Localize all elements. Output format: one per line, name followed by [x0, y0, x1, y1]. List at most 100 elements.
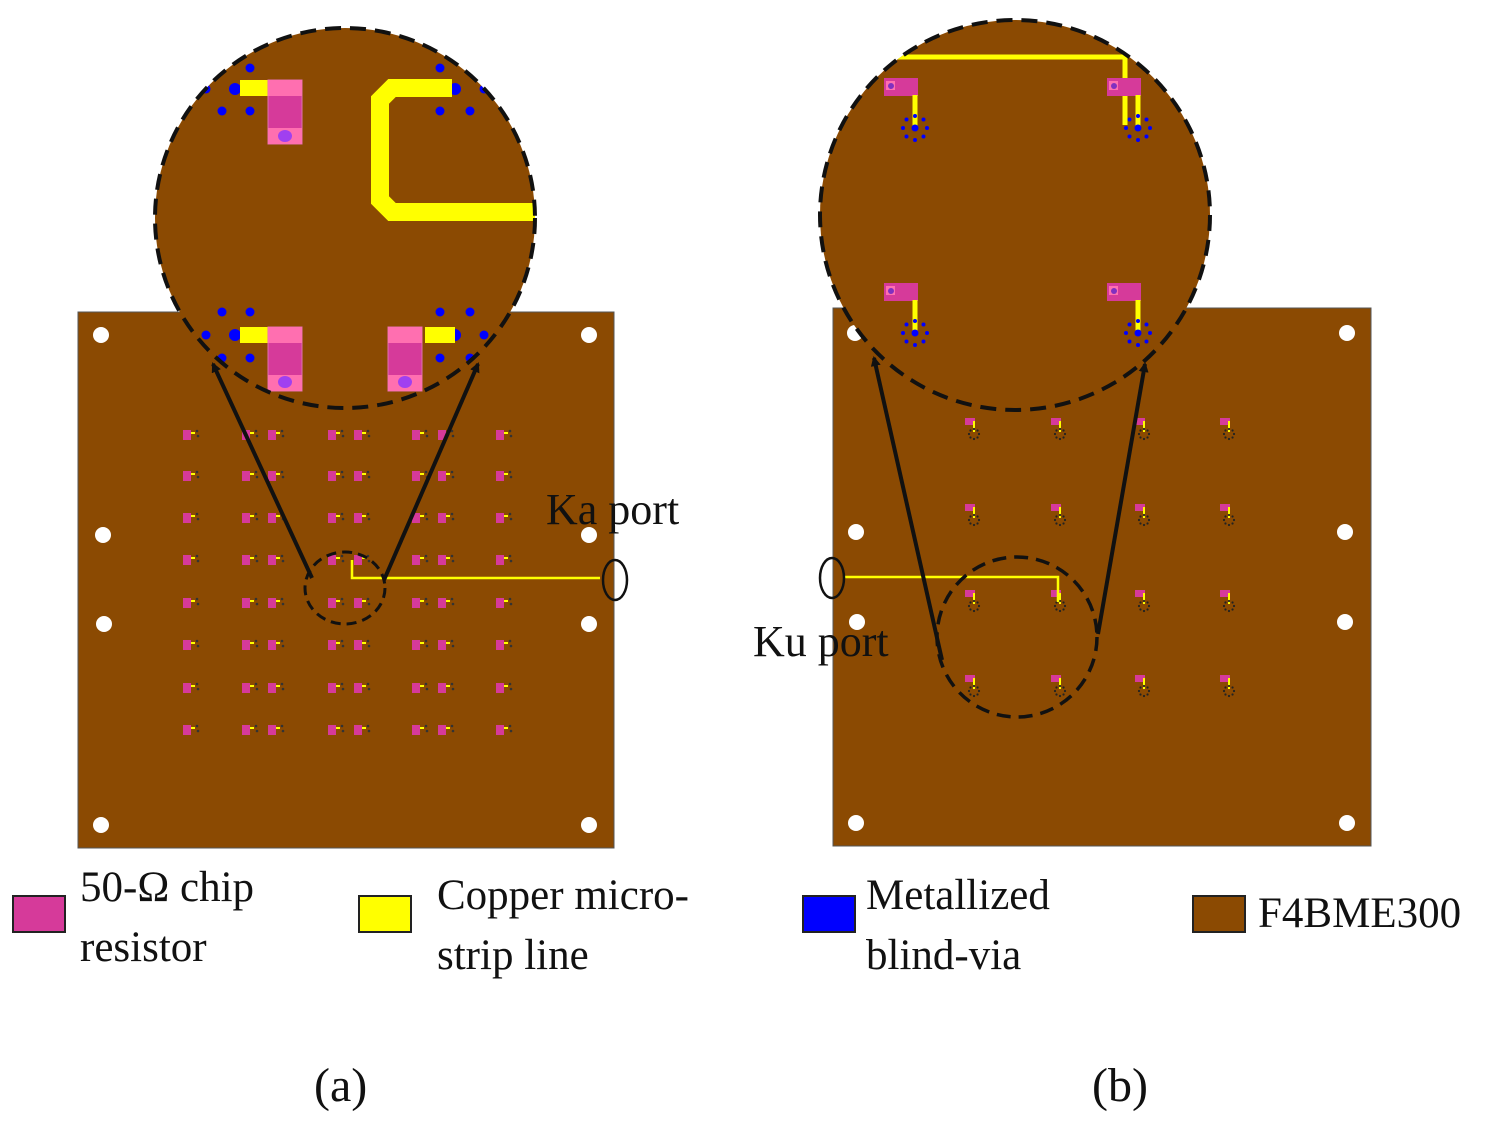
- via: [340, 597, 344, 601]
- chip-resistor: [1135, 590, 1145, 597]
- microstrip-stub: [362, 515, 366, 517]
- center-via: [911, 329, 919, 337]
- via: [1222, 689, 1226, 693]
- legend-resistor-label: 50-Ω chip resistor: [80, 858, 254, 978]
- microstrip-stub: [504, 557, 508, 559]
- via: [1227, 513, 1231, 517]
- microstrip-stub: [250, 557, 254, 559]
- via: [969, 436, 972, 439]
- via: [255, 644, 259, 648]
- ring-via: [1144, 339, 1149, 344]
- microstrip-feed-zoom: [870, 54, 1128, 125]
- resistor-via: [1111, 83, 1117, 89]
- array-element: [496, 682, 513, 693]
- via: [1224, 686, 1227, 689]
- chip-resistor: [438, 430, 446, 440]
- chip-resistor: [1135, 418, 1145, 425]
- via: [451, 687, 455, 691]
- chip-resistor: [242, 725, 250, 735]
- via: [1147, 689, 1151, 693]
- via: [254, 682, 258, 686]
- via: [1224, 693, 1227, 696]
- chip-resistor: [354, 725, 362, 735]
- microstrip-stub: [191, 685, 195, 687]
- microstrip-stub: [250, 685, 254, 687]
- chip-resistor: [328, 555, 336, 565]
- chip-resistor: [354, 598, 362, 608]
- microstrip-stub: [420, 727, 424, 729]
- via: [1063, 432, 1067, 436]
- array-element: [1051, 504, 1067, 527]
- chip-resistor: [412, 725, 420, 735]
- array-element: [1220, 675, 1236, 698]
- chip-resistor: [328, 640, 336, 650]
- mounting-hole: [1337, 524, 1353, 540]
- array-element: [965, 504, 981, 527]
- center-via: [1134, 124, 1142, 132]
- chip-resistor: [965, 418, 975, 425]
- via: [424, 554, 428, 558]
- chip-resistor: [328, 471, 336, 481]
- microstrip-stub: [362, 685, 366, 687]
- chip-resistor: [268, 513, 276, 523]
- mounting-hole: [581, 616, 597, 632]
- via: [1055, 522, 1058, 525]
- via: [195, 724, 199, 728]
- via: [508, 639, 512, 643]
- via: [367, 602, 371, 606]
- via: [1062, 693, 1065, 696]
- array-element: [328, 639, 345, 650]
- zoom-source-a: [303, 550, 387, 626]
- via: [280, 724, 284, 728]
- via: [341, 559, 345, 563]
- via: [1147, 518, 1151, 522]
- microstrip-stub: [276, 642, 280, 644]
- via: [425, 687, 429, 691]
- chip-resistor: [438, 640, 446, 650]
- array-element: [354, 639, 371, 650]
- center-via: [911, 124, 919, 132]
- via: [1146, 608, 1149, 611]
- array-element: [412, 639, 429, 650]
- chip-resistor: [268, 640, 276, 650]
- array-element: [1220, 418, 1236, 441]
- chip-resistor: [412, 683, 420, 693]
- microstrip-stub: [446, 515, 450, 517]
- legend-resistor-line2: resistor: [80, 924, 207, 971]
- resistor-via: [888, 288, 894, 294]
- chip-resistor: [1135, 504, 1145, 511]
- array-element: [1135, 504, 1151, 527]
- array-element: [328, 470, 345, 481]
- via: [366, 512, 370, 516]
- via: [281, 559, 285, 563]
- via: [366, 639, 370, 643]
- via: [340, 682, 344, 686]
- via: [1062, 522, 1065, 525]
- chip-resistor: [496, 725, 504, 735]
- via: [425, 729, 429, 733]
- chip-resistor: [438, 471, 446, 481]
- microstrip-stub: [276, 473, 280, 475]
- array-element: [242, 639, 259, 650]
- via: [1227, 694, 1231, 698]
- zoom-detail-b: [870, 54, 1152, 347]
- via: [1137, 604, 1141, 608]
- panel-b: [818, 18, 1372, 847]
- array-element: [183, 470, 200, 481]
- via: [1142, 599, 1146, 603]
- array-element: [1051, 675, 1067, 698]
- via: [1222, 604, 1226, 608]
- ring-via: [1136, 138, 1140, 142]
- microstrip-stub: [420, 473, 424, 475]
- microstrip-stub: [191, 727, 195, 729]
- zoom-element: [884, 283, 929, 347]
- via: [967, 518, 971, 522]
- ring-via: [1124, 331, 1128, 335]
- microstrip-stub: [336, 685, 340, 687]
- legend-via-label: Metallized blind-via: [866, 866, 1050, 986]
- via: [195, 429, 199, 433]
- via: [424, 639, 428, 643]
- via: [254, 512, 258, 516]
- feed-line-a: [350, 560, 600, 580]
- via: [1231, 686, 1234, 689]
